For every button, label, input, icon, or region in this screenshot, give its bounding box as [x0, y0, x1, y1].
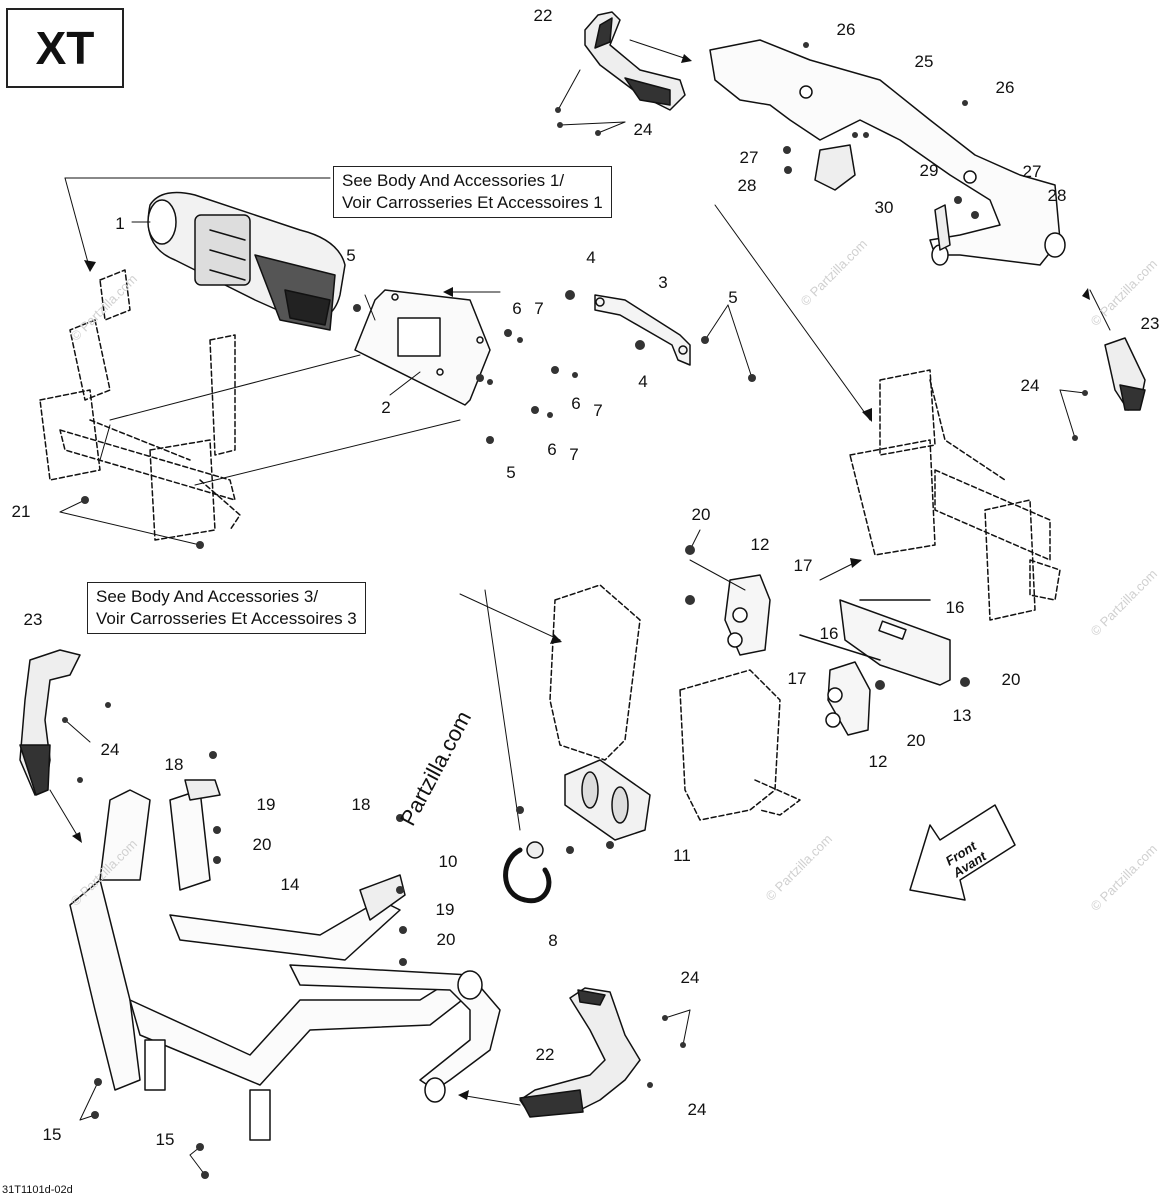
- part-number: 7: [593, 401, 603, 420]
- part-number: 27: [1022, 162, 1042, 181]
- part-number: 11: [673, 846, 691, 865]
- part-number: 7: [569, 445, 579, 464]
- part-number: 24: [633, 120, 653, 139]
- callout-line: See Body And Accessories 3/: [96, 587, 319, 606]
- part-number: 22: [535, 1045, 555, 1064]
- part-number: 17: [793, 556, 813, 575]
- part-number: 5: [346, 246, 356, 265]
- front-bumper: [69, 779, 501, 1141]
- part-number: 20: [906, 731, 926, 750]
- part-number: 5: [728, 288, 738, 307]
- part-number: 20: [1001, 670, 1021, 689]
- part-number: 28: [737, 176, 757, 195]
- part-number: 12: [868, 752, 888, 771]
- part-number: 16: [819, 624, 839, 643]
- part-number: 5: [506, 463, 516, 482]
- part-number: 24: [1020, 376, 1040, 395]
- part-number: 24: [100, 740, 120, 759]
- part-number: 15: [42, 1125, 62, 1144]
- brackets-12-13: [724, 574, 951, 736]
- skid-plates: [549, 584, 801, 821]
- front-arrow-icon: [909, 804, 1016, 901]
- arrowheads: [72, 54, 1090, 1100]
- part-number: 24: [680, 968, 700, 987]
- top-guard: [584, 11, 686, 111]
- bottom-guard: [519, 987, 641, 1118]
- part-number: 27: [739, 148, 759, 167]
- part-number: 10: [438, 852, 458, 871]
- part-number: 19: [435, 900, 455, 919]
- part-number: 17: [787, 669, 807, 688]
- model-label: XT: [6, 8, 124, 88]
- callout-line: Voir Carrosseries Et Accessoires 1: [342, 193, 603, 212]
- part-number: 2: [381, 398, 391, 417]
- part-number: 24: [687, 1100, 707, 1119]
- part-number: 30: [874, 198, 894, 217]
- part-number: 23: [23, 610, 43, 629]
- part-number: 21: [11, 502, 31, 521]
- part-number: 4: [638, 372, 648, 391]
- top-bumper: [709, 39, 1066, 266]
- part-number: 22: [533, 6, 553, 25]
- callout-body-accessories-1: See Body And Accessories 1/ Voir Carross…: [333, 166, 612, 218]
- part-number: 6: [547, 440, 557, 459]
- part-number: 1: [115, 214, 125, 233]
- bracket-3: [594, 294, 691, 366]
- frame-right: [849, 369, 1061, 621]
- winch: [147, 191, 346, 331]
- part-number: 20: [691, 505, 711, 524]
- part-number: 18: [351, 795, 371, 814]
- diagram-code: 31T1101d-02d: [2, 1184, 73, 1196]
- part-number: 15: [155, 1130, 175, 1149]
- part-number: 13: [952, 706, 972, 725]
- part-number: 28: [1047, 186, 1067, 205]
- part-number: 14: [280, 875, 300, 894]
- winch-plate: [354, 289, 491, 406]
- fairlead: [564, 759, 651, 841]
- side-guard-right: [1104, 337, 1146, 411]
- part-number: 3: [658, 273, 668, 292]
- part-number: 6: [571, 394, 581, 413]
- fasteners: [62, 42, 1088, 1179]
- part-number: 23: [1140, 314, 1160, 333]
- side-guard-left: [19, 649, 81, 796]
- part-number: 26: [995, 78, 1015, 97]
- part-number: 6: [512, 299, 522, 318]
- tow-hook: [503, 841, 552, 904]
- part-number: 26: [836, 20, 856, 39]
- callout-body-accessories-3: See Body And Accessories 3/ Voir Carross…: [87, 582, 366, 634]
- part-number: 18: [164, 755, 184, 774]
- frame-left: [39, 269, 241, 541]
- leader-lines: [49, 39, 1111, 1176]
- part-number: 25: [914, 52, 934, 71]
- callout-line: See Body And Accessories 1/: [342, 171, 565, 190]
- part-number: 4: [586, 248, 596, 267]
- part-number: 7: [534, 299, 544, 318]
- part-number: 8: [548, 931, 558, 950]
- part-number: 29: [919, 161, 939, 180]
- part-number: 16: [945, 598, 965, 617]
- callout-line: Voir Carrosseries Et Accessoires 3: [96, 609, 357, 628]
- part-number: 20: [436, 930, 456, 949]
- part-number: 12: [750, 535, 770, 554]
- part-number: 20: [252, 835, 272, 854]
- part-number: 19: [256, 795, 276, 814]
